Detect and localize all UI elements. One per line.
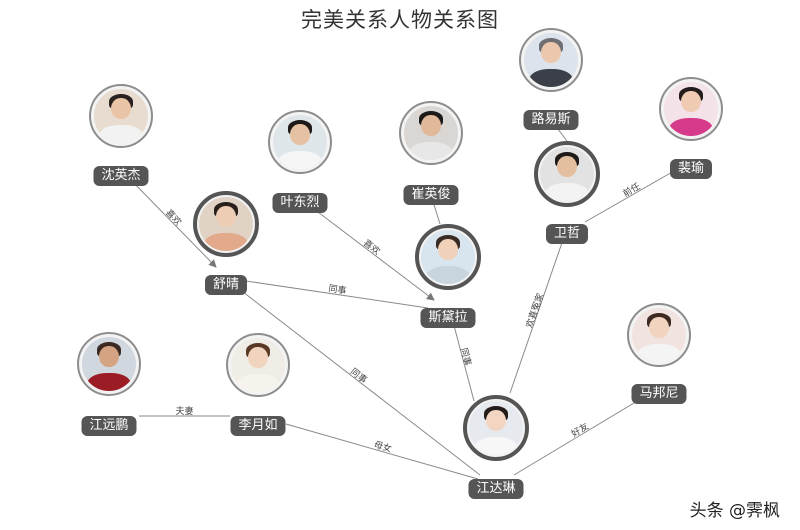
edge-label-ma-jiang: 好友 xyxy=(569,420,591,440)
edge-label-shu-jiang: 同事 xyxy=(348,365,370,386)
edge-ma-jiang xyxy=(513,393,650,476)
edge-label-li-jiang: 母女 xyxy=(373,438,394,455)
watermark: 头条 @霁枫 xyxy=(689,501,780,521)
person-avatar-jiangy[interactable] xyxy=(77,332,141,396)
edge-fei-wei xyxy=(584,166,682,223)
person-avatar-shen[interactable] xyxy=(89,84,153,148)
person-avatar-si[interactable] xyxy=(415,224,481,290)
person-avatar-shu[interactable] xyxy=(193,191,259,257)
person-avatar-ma[interactable] xyxy=(627,303,691,367)
edge-shu-jiang xyxy=(233,284,481,476)
edge-label-wei-jiang: 欢喜冤家 xyxy=(523,292,546,330)
person-label-cui: 崔英俊 xyxy=(403,185,459,205)
edge-label-fei-wei: 前任 xyxy=(621,180,643,199)
person-label-ye: 叶东烈 xyxy=(272,193,328,213)
edge-shen-shu xyxy=(126,175,217,268)
edge-shu-si xyxy=(245,280,429,309)
person-avatar-lu[interactable] xyxy=(519,28,583,92)
edge-si-jiang xyxy=(451,317,475,402)
person-label-jiangy: 江远鹏 xyxy=(81,416,137,436)
diagram-title: 完美关系人物关系图 xyxy=(301,8,499,32)
person-label-wei: 卫哲 xyxy=(545,224,589,244)
person-label-jiang: 江达琳 xyxy=(468,479,524,499)
edge-label-shu-si: 同事 xyxy=(328,282,348,297)
person-label-shu: 舒晴 xyxy=(204,275,248,295)
person-label-shen: 沈英杰 xyxy=(93,166,149,186)
person-avatar-ye[interactable] xyxy=(268,110,332,174)
person-avatar-li[interactable] xyxy=(226,333,290,397)
edge-label-jiangy-li: 夫妻 xyxy=(175,405,193,417)
edge-ye-si xyxy=(305,202,435,301)
edge-label-si-jiang: 同事 xyxy=(458,346,474,366)
edge-label-ye-si: 喜欢 xyxy=(361,237,383,257)
person-label-ma: 马邦尼 xyxy=(631,384,687,404)
person-avatar-fei[interactable] xyxy=(659,77,723,141)
edge-wei-jiang xyxy=(509,233,566,394)
person-label-fei: 裴瑜 xyxy=(669,159,713,179)
person-label-si: 斯黛拉 xyxy=(420,308,476,328)
edge-li-jiang xyxy=(285,423,479,480)
person-avatar-cui[interactable] xyxy=(399,101,463,165)
person-avatar-wei[interactable] xyxy=(534,141,600,207)
person-label-li: 李月如 xyxy=(230,416,286,436)
person-label-lu: 路易斯 xyxy=(523,110,579,130)
edge-label-shen-shu: 喜欢 xyxy=(163,207,184,228)
person-avatar-jiang[interactable] xyxy=(463,395,529,461)
